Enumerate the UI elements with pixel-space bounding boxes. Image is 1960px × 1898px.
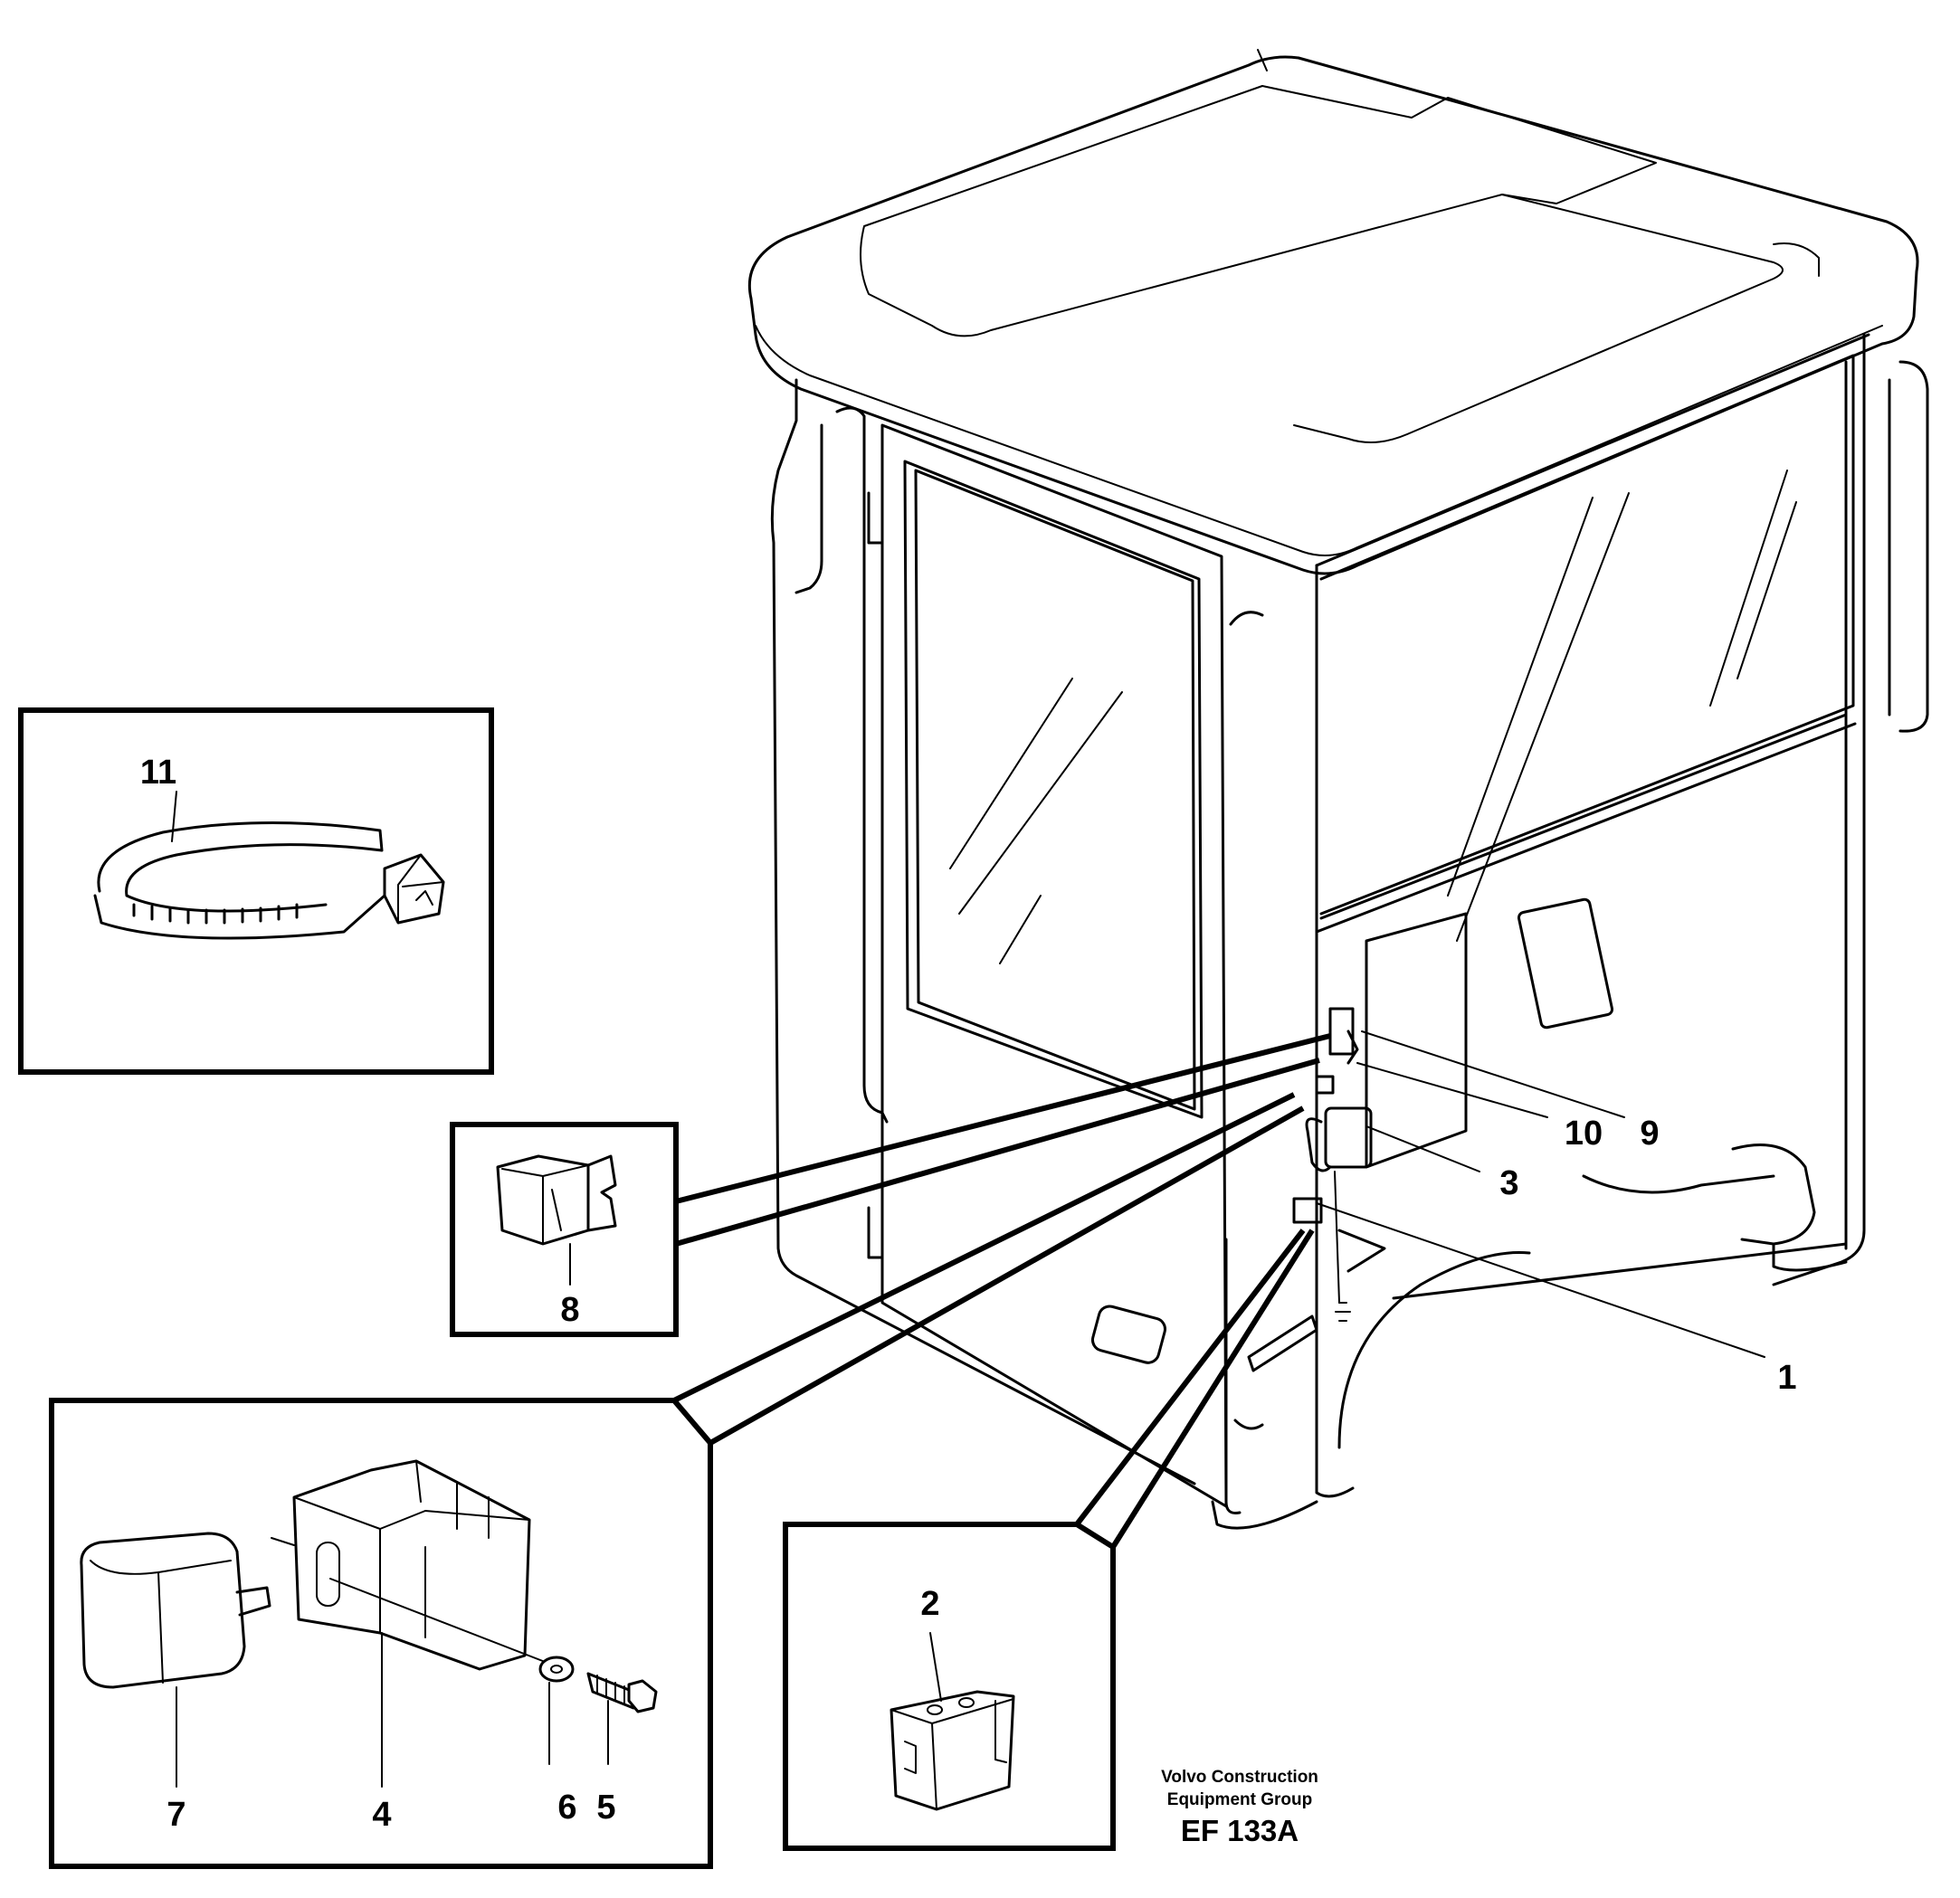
callout-3: 3 xyxy=(1499,1164,1518,1202)
figure-id: EF 133A xyxy=(1181,1814,1299,1847)
credit-line-2: Equipment Group xyxy=(1167,1790,1312,1809)
callout-2: 2 xyxy=(920,1585,939,1623)
washer-drawing xyxy=(538,1656,575,1683)
screw-drawing xyxy=(586,1672,658,1713)
detail-box-connector: 2 xyxy=(783,1522,1116,1851)
cab-illustration xyxy=(747,49,1929,1530)
callout-10: 10 xyxy=(1565,1115,1603,1153)
detail-box-cable-tie: 11 xyxy=(18,707,494,1075)
credit-line-1: Volvo Construction xyxy=(1161,1768,1318,1787)
fuse-drawing xyxy=(496,1154,617,1246)
cable-tie-drawing xyxy=(93,821,445,940)
detail-box-fuse: 8 xyxy=(450,1122,679,1337)
callout-11: 11 xyxy=(140,754,176,792)
connector-drawing xyxy=(890,1690,1015,1811)
callout-6: 6 xyxy=(557,1789,576,1827)
callout-9: 9 xyxy=(1640,1115,1659,1153)
callout-4: 4 xyxy=(372,1796,391,1834)
leader-lines xyxy=(672,1030,1765,1549)
callout-7: 7 xyxy=(167,1796,186,1834)
callout-5: 5 xyxy=(596,1789,615,1827)
callout-8: 8 xyxy=(560,1291,579,1329)
detail-box-relay: 7 4 6 5 xyxy=(49,1398,713,1869)
relay-holder-drawing xyxy=(271,1459,531,1671)
callout-1: 1 xyxy=(1777,1359,1796,1397)
relay-drawing xyxy=(80,1532,271,1689)
